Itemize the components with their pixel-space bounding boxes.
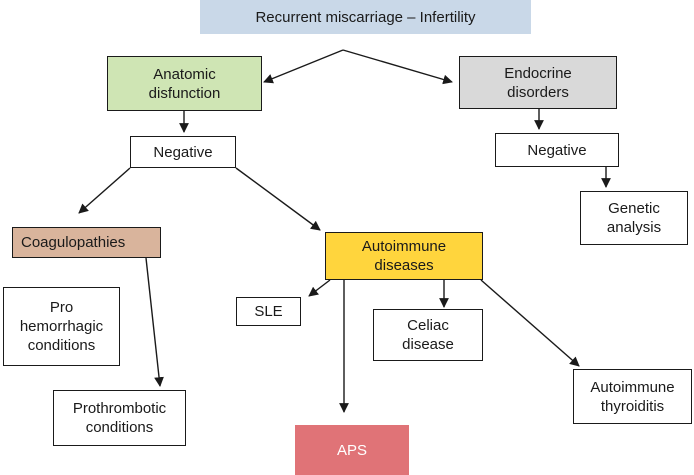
genetic-label-line-1: Genetic [608,200,660,217]
autoimmune-diseases-node: Autoimmune diseases [325,232,483,280]
autoimmune-label-line-2: diseases [374,257,434,274]
celiac-disease-node: Celiac disease [373,309,483,361]
edge-autoimmune-thyroiditis [480,279,580,367]
genetic-analysis-node: Genetic analysis [580,191,688,245]
endocrine-disorders-node: Endocrine disorders [459,56,617,109]
celiac-label-line-1: Celiac [407,317,449,334]
prothrombotic-label-line-2: conditions [85,419,154,436]
negative-right-node: Negative [495,133,619,167]
autoimmune-thyroiditis-node: Autoimmune thyroiditis [573,369,692,424]
anatomic-dysfunction-node: Anatomic disfunction [107,56,262,111]
edge-coagulopathies-prothrombotic [145,257,164,387]
endocrine-label-line-2: disorders [507,83,569,101]
edge-negative-autoimmune [235,167,321,231]
celiac-label-line-2: disease [402,336,454,353]
edge-negative-coagulopathies [78,167,131,214]
prohemorrhagic-node: Pro hemorrhagic conditions [3,287,120,366]
negative-right-label: Negative [527,141,587,159]
root-node: Recurrent miscarriage – Infertility [200,0,531,34]
negative-left-label: Negative [153,143,213,161]
aps-label: APS [336,441,367,459]
prothrombotic-node: Prothrombotic conditions [53,390,186,446]
coagulopathies-node: Coagulopathies [12,227,161,258]
edge-root-endocrine [342,49,453,85]
anatomic-label-line-1: Anatomic [153,65,216,83]
autoimmune-label-line-1: Autoimmune [361,238,447,255]
prohemorrhagic-label-line-3: conditions [27,337,96,354]
aps-node: APS [295,425,409,475]
edge-autoimmune-sle [308,279,331,297]
root-label: Recurrent miscarriage – Infertility [255,8,476,26]
prothrombotic-label-line-1: Prothrombotic [72,400,167,417]
coagulopathies-label: Coagulopathies [21,234,126,251]
thyroiditis-label-line-1: Autoimmune [590,378,675,396]
anatomic-label-line-2: disfunction [148,84,221,102]
edge-root-anatomic [263,49,344,84]
negative-left-node: Negative [130,136,236,168]
sle-label: SLE [254,303,283,320]
prohemorrhagic-label-line-1: Pro [49,299,74,316]
prohemorrhagic-label-line-2: hemorrhagic [19,318,104,335]
endocrine-label-line-1: Endocrine [504,64,572,82]
sle-node: SLE [236,297,301,326]
genetic-label-line-2: analysis [606,219,662,236]
thyroiditis-label-line-2: thyroiditis [600,397,665,415]
